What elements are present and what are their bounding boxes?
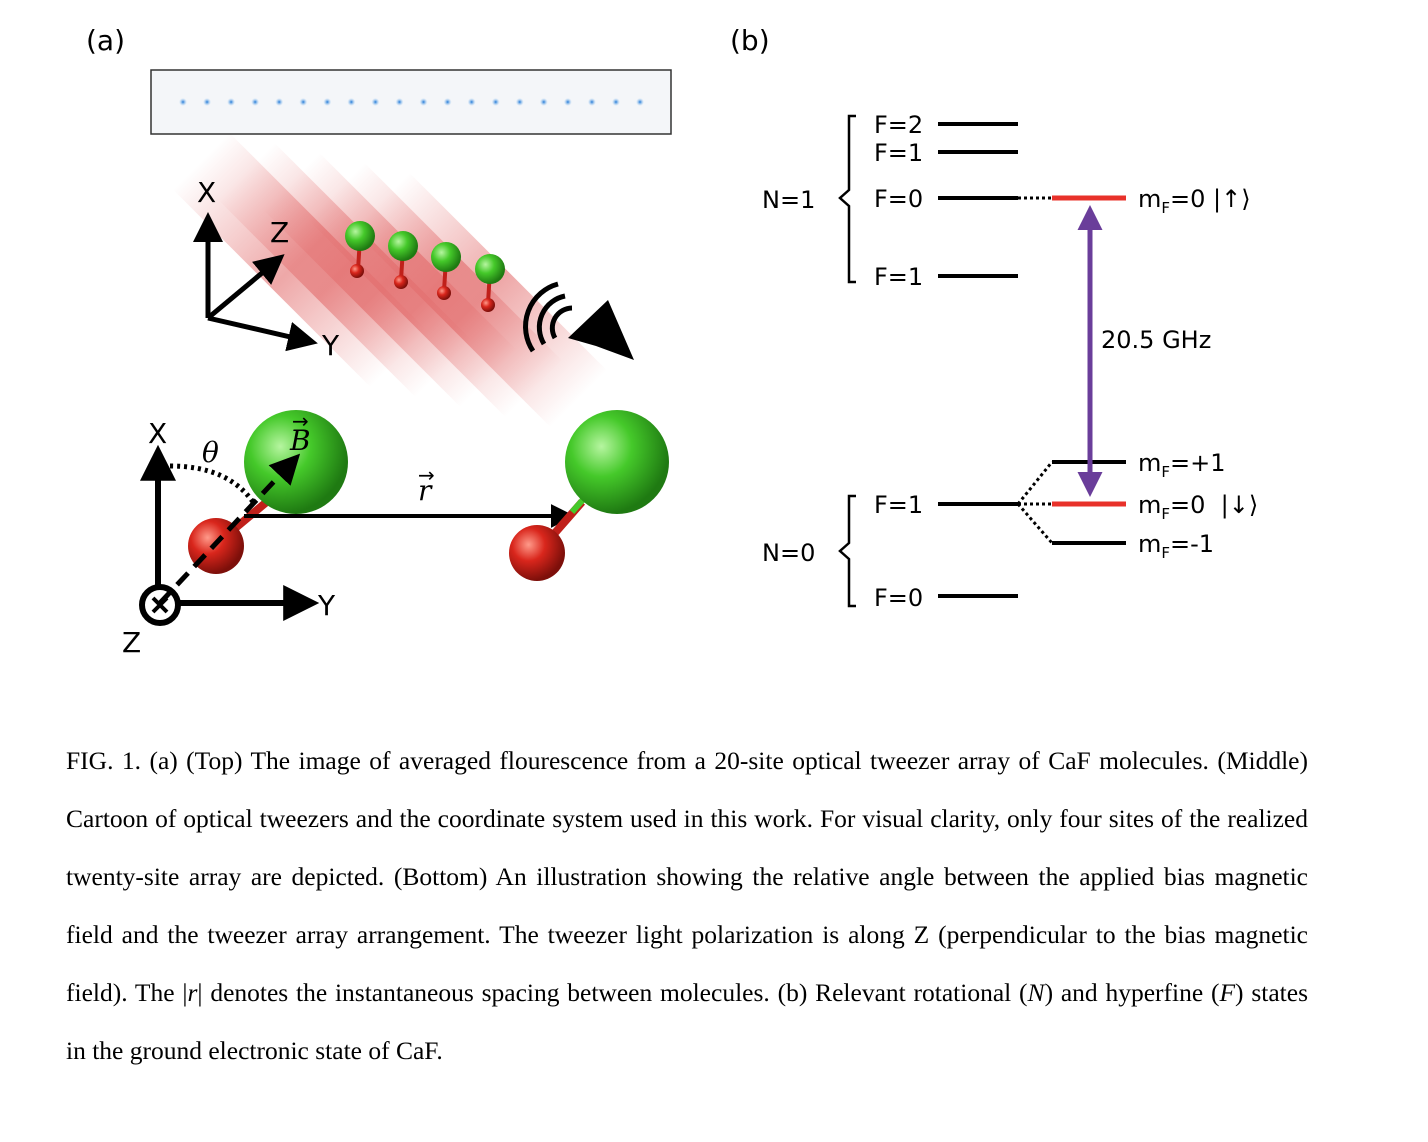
caption-rvec: r (187, 978, 198, 1007)
fluorescence-image (150, 69, 672, 135)
label-mf-minus1: mF=-1 (1138, 530, 1214, 562)
n1-levels: F=2 F=1 F=0 F=1 (874, 111, 1018, 291)
fluorescence-spot (539, 98, 548, 106)
n0-levels: F=1 F=0 (874, 491, 1018, 612)
figure-caption: FIG. 1. (a) (Top) The image of averaged … (66, 732, 1308, 1080)
fluorescence-spot (323, 98, 332, 106)
b-vector-arrow: → (292, 409, 309, 433)
label-up-state: mF=0 |↑⟩ (1138, 185, 1251, 217)
fluorescence-spot (395, 98, 404, 106)
axis-z-label-bottom: Z (122, 626, 141, 659)
fluorescence-spot (611, 98, 620, 106)
level-n0-f0: F=0 (874, 584, 923, 612)
r-vector-overarrow: → (418, 463, 435, 487)
fluorescence-spot (515, 98, 524, 106)
fluorescence-spot (491, 98, 500, 106)
trapped-molecules (345, 221, 505, 312)
level-n0-f1: F=1 (874, 491, 923, 519)
label-mf-plus1: mF=+1 (1138, 449, 1226, 481)
fluorescence-spot (636, 98, 644, 106)
transition-label: 20.5 GHz (1101, 326, 1211, 354)
fluorescence-spot (563, 98, 572, 106)
b-vector-label: B (289, 424, 311, 457)
theta-arc (169, 463, 258, 507)
axis-x-label: X (197, 176, 216, 209)
fluorescence-spot (587, 98, 596, 106)
axis-x-label-bottom: X (148, 417, 167, 450)
fluorescence-spot (203, 98, 212, 106)
caption-text-1: FIG. 1. (a) (Top) The image of averaged … (66, 746, 1308, 1007)
fluorescence-spots (179, 98, 644, 106)
n1-brace: N=1 (762, 114, 856, 284)
fluorescence-spot (347, 98, 356, 106)
zeeman-connectors (1016, 461, 1054, 544)
fluorescence-spot (179, 98, 187, 106)
caption-text-2: | denotes the instantaneous spacing betw… (197, 978, 1028, 1007)
label-down-state: mF=0 |↓⟩ (1138, 491, 1258, 523)
n1-label: N=1 (762, 186, 815, 214)
fluorescence-spot (419, 98, 428, 106)
level-n1-f1-upper: F=1 (874, 139, 923, 167)
figure-svg: (a) X Z Y (86, 24, 1258, 659)
tweezer-beams (172, 132, 608, 428)
caption-n-symbol: N (1027, 978, 1045, 1007)
caption-text-3: ) and hyperfine ( (1044, 978, 1220, 1007)
fluorescence-spot (443, 98, 452, 106)
fluorescence-spot (371, 98, 380, 106)
fluorescence-spot (251, 98, 260, 106)
molecule (345, 221, 375, 278)
axes-middle: X Z Y (193, 176, 340, 362)
fluorescence-spot (275, 98, 284, 106)
panel-b-label: (b) (730, 24, 770, 57)
axis-z-label: Z (270, 216, 289, 249)
molecule-left: B → (158, 409, 348, 605)
n0-brace: N=0 (762, 494, 856, 608)
level-n1-f2: F=2 (874, 111, 923, 139)
theta-label: θ (202, 436, 219, 469)
axis-y-label: Y (321, 329, 340, 362)
molecule (475, 254, 505, 312)
level-n1-f0: F=0 (874, 185, 923, 213)
fluorescence-spot (299, 98, 308, 106)
molecule (388, 231, 418, 289)
caption-text-4: ) states in the ground electronic state … (66, 978, 1308, 1065)
fluorescence-spot (227, 98, 236, 106)
panel-a-label: (a) (86, 24, 125, 57)
caption-f-symbol: F (1219, 978, 1236, 1007)
r-vector-label: r (418, 474, 433, 507)
n0-label: N=0 (762, 539, 815, 567)
axis-y-label-bottom: Y (317, 589, 336, 622)
level-n1-f1-lower: F=1 (874, 263, 923, 291)
speaker-icon (523, 281, 634, 360)
molecule-right (509, 410, 669, 581)
fluorescence-spot (467, 98, 476, 106)
molecule (431, 242, 461, 300)
